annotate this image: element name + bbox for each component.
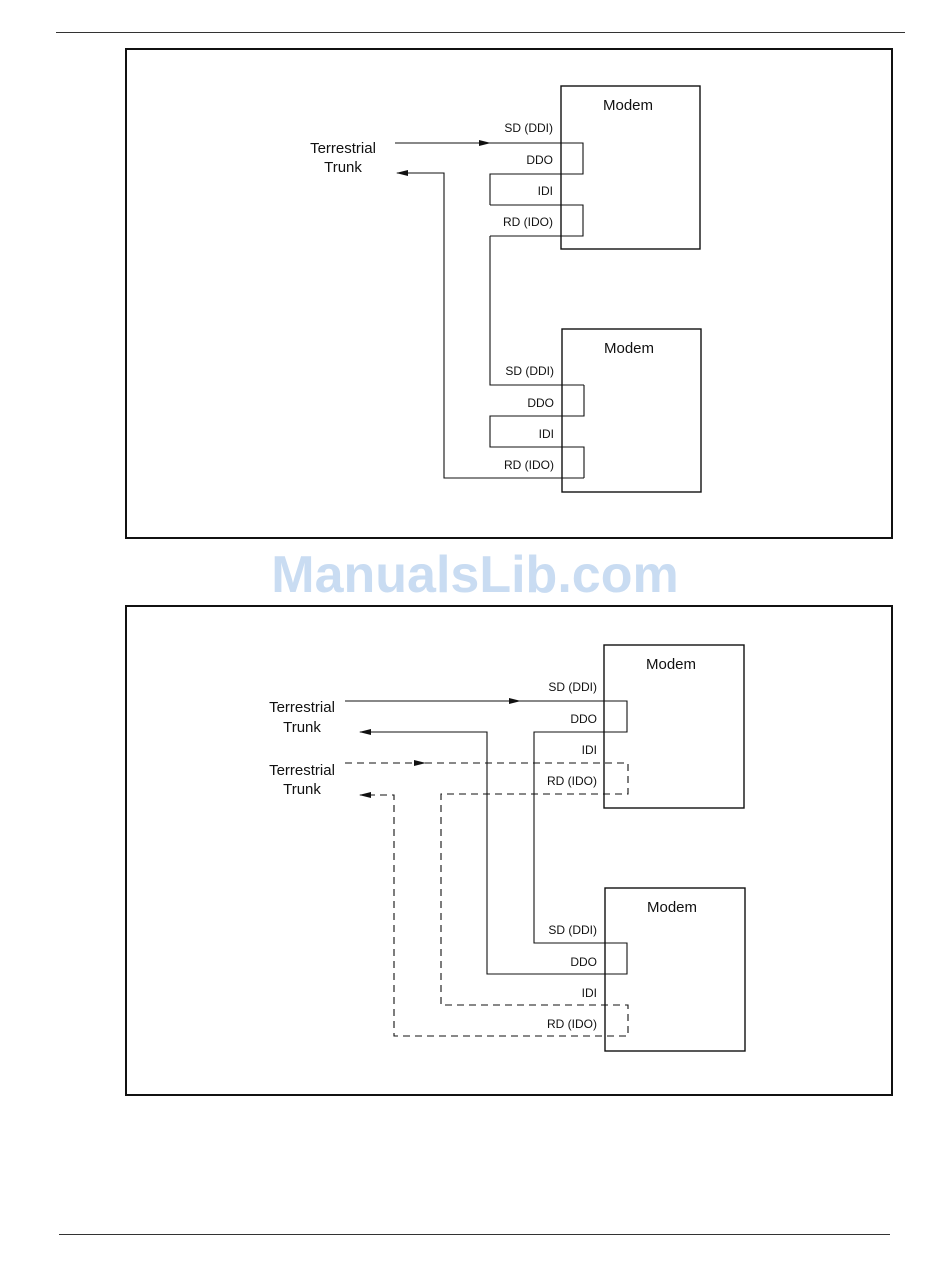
fig2-terminal-secondary-line2: Trunk xyxy=(283,781,321,798)
fig2-bottom-pin-sd: SD (DDI) xyxy=(548,923,597,937)
fig2-bottom-pin-ddo: DDO xyxy=(570,955,597,969)
fig2-modem-bottom-title: Modem xyxy=(647,899,697,916)
fig1-bottom-pin-idi: IDI xyxy=(539,427,554,441)
fig1-terminal-line2: Trunk xyxy=(324,159,362,176)
fig1-top-pin-sd: SD (DDI) xyxy=(504,121,553,135)
fig1-terminal-line1: Terrestrial xyxy=(310,140,376,157)
fig2-top-pin-rd: RD (IDO) xyxy=(547,774,597,788)
fig1-bottom-pin-ddo: DDO xyxy=(527,396,554,410)
figure-1: Terrestrial Trunk Modem SD (DDI) DDO IDI… xyxy=(310,86,701,492)
figure-2: Terrestrial Trunk Terrestrial Trunk Mode… xyxy=(269,645,745,1051)
fig2-modem-top-title: Modem xyxy=(646,656,696,673)
fig2-top-pin-idi: IDI xyxy=(582,743,597,757)
fig2-bottom-pin-idi: IDI xyxy=(582,986,597,1000)
fig1-top-pin-idi: IDI xyxy=(538,184,553,198)
fig1-top-pin-ddo: DDO xyxy=(526,153,553,167)
fig1-modem-bottom-title: Modem xyxy=(604,340,654,357)
fig2-terminal-primary-line2: Trunk xyxy=(283,719,321,736)
fig2-terminal-secondary-line1: Terrestrial xyxy=(269,762,335,779)
fig1-bottom-pin-rd: RD (IDO) xyxy=(504,458,554,472)
fig2-top-pin-ddo: DDO xyxy=(570,712,597,726)
fig1-interconnect-wire xyxy=(490,236,584,385)
fig2-top-pin-sd: SD (DDI) xyxy=(548,680,597,694)
fig1-modem-top-title: Modem xyxy=(603,97,653,114)
fig1-top-pin-rd: RD (IDO) xyxy=(503,215,553,229)
fig1-bottom-pin-sd: SD (DDI) xyxy=(505,364,554,378)
fig2-terminal-primary-line1: Terrestrial xyxy=(269,699,335,716)
fig2-bottom-pin-rd: RD (IDO) xyxy=(547,1017,597,1031)
